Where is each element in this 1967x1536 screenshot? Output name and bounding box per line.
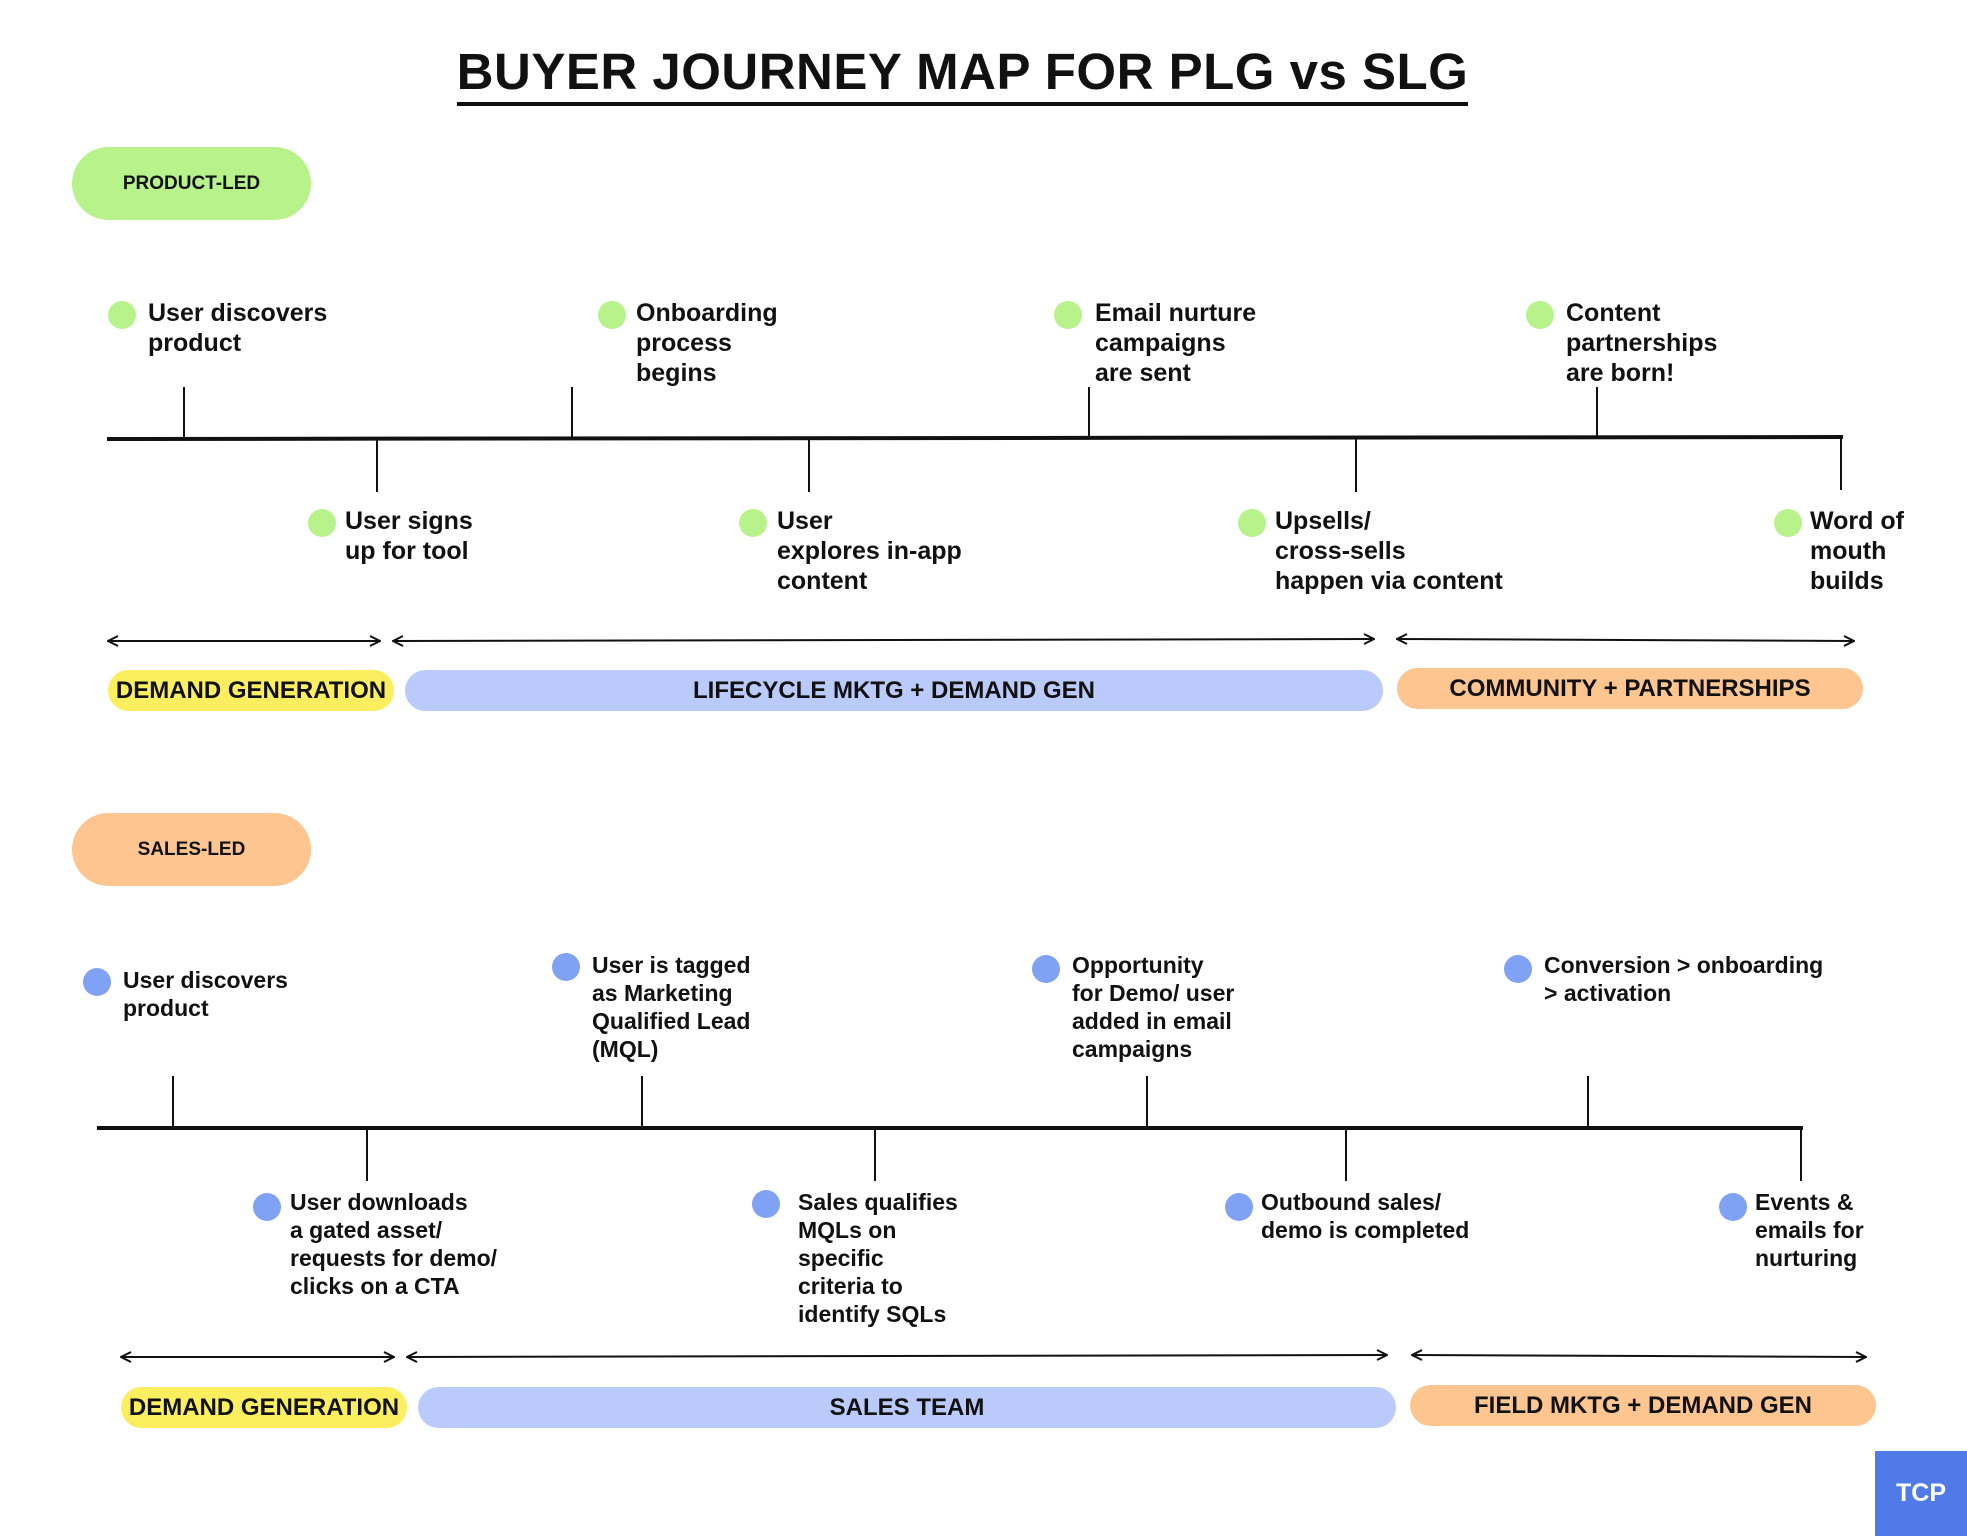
plg-band-lifecycle-mktg: LIFECYCLE MKTG + DEMAND GEN — [405, 670, 1383, 711]
slg-step-dot — [1719, 1193, 1747, 1221]
slg-band-sales-team: SALES TEAM — [418, 1387, 1396, 1428]
slg-step-dot — [552, 953, 580, 981]
slg-step-dot — [752, 1190, 780, 1218]
plg-step-dot — [1238, 509, 1266, 537]
slg-arrow-2 — [407, 1355, 1387, 1357]
slg-band-demand-generation: DEMAND GENERATION — [121, 1387, 407, 1428]
plg-step-dot — [739, 509, 767, 537]
plg-arrow-2 — [393, 639, 1374, 641]
slg-step-dot — [83, 968, 111, 996]
plg-band-demand-generation: DEMAND GENERATION — [108, 670, 394, 711]
plg-step-dot — [308, 509, 336, 537]
plg-step-dot — [108, 301, 136, 329]
sales-led-label: SALES-LED — [72, 813, 311, 886]
plg-step-dot — [1054, 301, 1082, 329]
slg-step-dot — [1032, 955, 1060, 983]
slg-step-dot — [1225, 1193, 1253, 1221]
plg-arrow-3 — [1397, 639, 1854, 641]
page-title: BUYER JOURNEY MAP FOR PLG vs SLG — [0, 42, 1925, 106]
plg-step-dot — [598, 301, 626, 329]
slg-step-label: Conversion > onboarding> activation — [1544, 952, 1824, 1006]
slg-step-dot — [1504, 955, 1532, 983]
plg-band-community-partnerships: COMMUNITY + PARTNERSHIPS — [1397, 668, 1863, 709]
plg-step-dot — [1526, 301, 1554, 329]
slg-step-label: Outbound sales/demo is completed — [1261, 1189, 1470, 1243]
slg-step-dot — [253, 1193, 281, 1221]
slg-arrow-3 — [1412, 1355, 1866, 1357]
slg-band-field-mktg: FIELD MKTG + DEMAND GEN — [1410, 1385, 1876, 1426]
product-led-label: PRODUCT-LED — [72, 147, 311, 220]
plg-step-dot — [1774, 509, 1802, 537]
tcp-badge: TCP — [1875, 1451, 1967, 1536]
plg-timeline-axis — [106, 435, 1844, 441]
